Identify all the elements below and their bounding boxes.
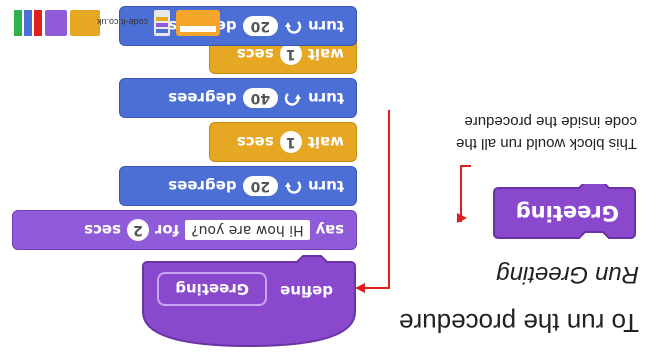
- turn-verb-2: turn: [308, 89, 344, 107]
- logo-site-text: code-it.co.uk: [96, 17, 148, 27]
- turn-right-icon: [285, 181, 302, 194]
- turn-right-block-2[interactable]: turn 20 degrees: [119, 6, 357, 46]
- turn-degrees-input-3[interactable]: 20: [242, 16, 279, 36]
- turn-degrees-input-2[interactable]: 40: [242, 88, 279, 108]
- turn-verb-3: turn: [308, 17, 344, 35]
- note-text: This block would run all the code inside…: [456, 110, 637, 154]
- turn-unit-2: degrees: [168, 89, 237, 107]
- page-subtitle: Run Greeting: [496, 261, 639, 288]
- wait-verb-2: wait: [307, 45, 344, 63]
- turn-left-icon: [284, 93, 302, 106]
- note-line-1: This block would run all the: [456, 135, 637, 152]
- define-keyword: define: [280, 282, 333, 300]
- turn-left-block[interactable]: turn 40 degrees: [119, 78, 357, 118]
- wait-block-1[interactable]: wait 1 secs: [209, 122, 357, 162]
- say-secs-input[interactable]: 2: [126, 219, 149, 241]
- turn-degrees-input-1[interactable]: 20: [242, 176, 279, 196]
- define-greeting-block[interactable]: define Greeting: [139, 232, 357, 352]
- wait-unit-1: secs: [236, 133, 274, 151]
- wait-value-input-1[interactable]: 1: [279, 131, 302, 153]
- wait-value-input-2[interactable]: 1: [279, 43, 302, 65]
- greeting-call-shape: [493, 184, 636, 239]
- arrow-to-call-block: [460, 165, 471, 222]
- turn-verb-1: turn: [308, 177, 344, 195]
- code-it-logo-graphic: [14, 10, 220, 36]
- turn-right-icon: [285, 21, 302, 34]
- say-for-secs-block[interactable]: say Hi how are you? for 2 secs: [12, 210, 357, 250]
- turn-right-block-1[interactable]: turn 20 degrees: [119, 166, 357, 206]
- wait-unit-2: secs: [236, 45, 274, 63]
- arrow-head-call: [457, 213, 467, 223]
- arrow-to-define-block: [357, 110, 390, 289]
- greeting-call-block[interactable]: Greeting: [492, 184, 637, 240]
- wait-verb-1: wait: [307, 133, 344, 151]
- turn-unit-1: degrees: [168, 177, 237, 195]
- code-it-logo: code-it.co.uk: [10, 6, 220, 40]
- say-secs-label: secs: [84, 221, 121, 239]
- say-for-label: for: [154, 221, 180, 239]
- greeting-call-label: Greeting: [515, 201, 619, 225]
- say-verb: say: [315, 221, 344, 239]
- note-line-2: code inside the procedure: [464, 113, 637, 130]
- define-prototype-greeting: Greeting: [157, 272, 267, 306]
- say-text-input[interactable]: Hi how are you?: [185, 220, 310, 240]
- page-title: To run the procedure: [399, 308, 639, 338]
